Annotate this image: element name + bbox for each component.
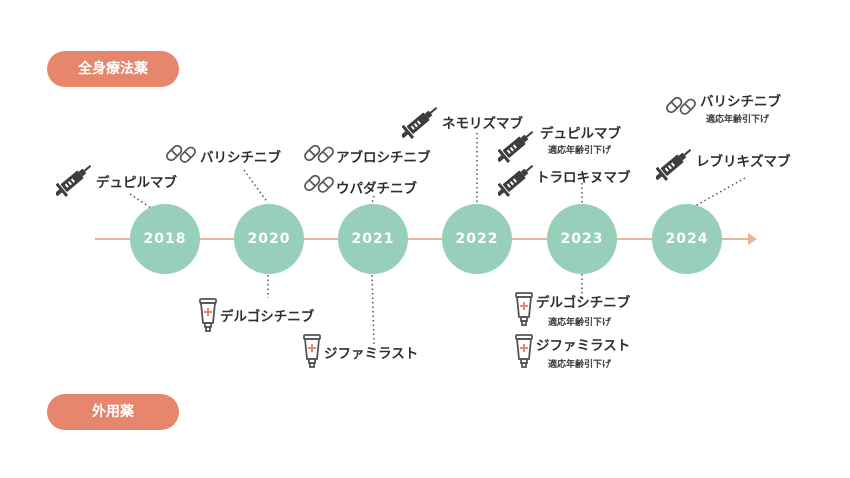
capsule-icon (164, 138, 198, 168)
drug-2023-delgocitinib: デルゴシチニブ (536, 295, 631, 311)
drug-2022-nemolizumab: ネモリズマブ (442, 116, 523, 132)
timeline-arrowhead (748, 233, 757, 245)
connector-2021-top (371, 195, 375, 204)
capsule-icon (302, 138, 336, 168)
note-2023-dupilumab: 適応年齢引下げ (548, 146, 612, 156)
ointment-tube-icon (302, 333, 322, 369)
capsule-icon (664, 90, 698, 120)
year-2023: 2023 (547, 204, 617, 274)
drug-2021-upadacitinib: ウパダチニブ (336, 181, 417, 197)
connector-2018 (129, 193, 161, 215)
note-2024-baricitinib: 適応年齢引下げ (706, 115, 770, 125)
drug-2023-difamilast: ジファミラスト (536, 338, 631, 354)
note-2023-delgocitinib: 適応年齢引下げ (548, 318, 612, 328)
drug-2023-tralokinumab: トラロキヌマブ (536, 170, 631, 186)
connector-2020-top (243, 169, 269, 204)
year-2022: 2022 (442, 204, 512, 274)
drug-2021-difamilast: ジファミラスト (324, 346, 419, 362)
syringe-icon (56, 158, 96, 198)
syringe-icon (498, 158, 538, 198)
syringe-icon (656, 142, 696, 182)
drug-2024-lebrikizumab: レブリキズマブ (696, 154, 791, 170)
year-2021: 2021 (338, 204, 408, 274)
category-systemic: 全身療法薬 (47, 51, 179, 87)
capsule-icon (302, 168, 336, 198)
drug-2021-abrocitinib: アブロシチニブ (336, 150, 431, 166)
ointment-tube-icon (514, 333, 534, 369)
syringe-icon (402, 100, 442, 140)
drug-2020-delgocitinib: デルゴシチニブ (220, 309, 315, 325)
year-2018: 2018 (130, 204, 200, 274)
drug-2020-baricitinib: バリシチニブ (200, 150, 281, 166)
category-topical: 外用薬 (47, 394, 179, 430)
drug-2018-dupilumab: デュピルマブ (96, 175, 177, 191)
ointment-tube-icon (514, 291, 534, 327)
drug-2024-baricitinib: バリシチニブ (700, 94, 781, 110)
drug-2023-dupilumab: デュピルマブ (540, 126, 621, 142)
year-2020: 2020 (234, 204, 304, 274)
note-2023-difamilast: 適応年齢引下げ (548, 360, 612, 370)
timeline-axis (95, 238, 750, 240)
ointment-tube-icon (198, 297, 218, 333)
year-2024: 2024 (652, 204, 722, 274)
connector-2021-bottom (371, 274, 375, 346)
